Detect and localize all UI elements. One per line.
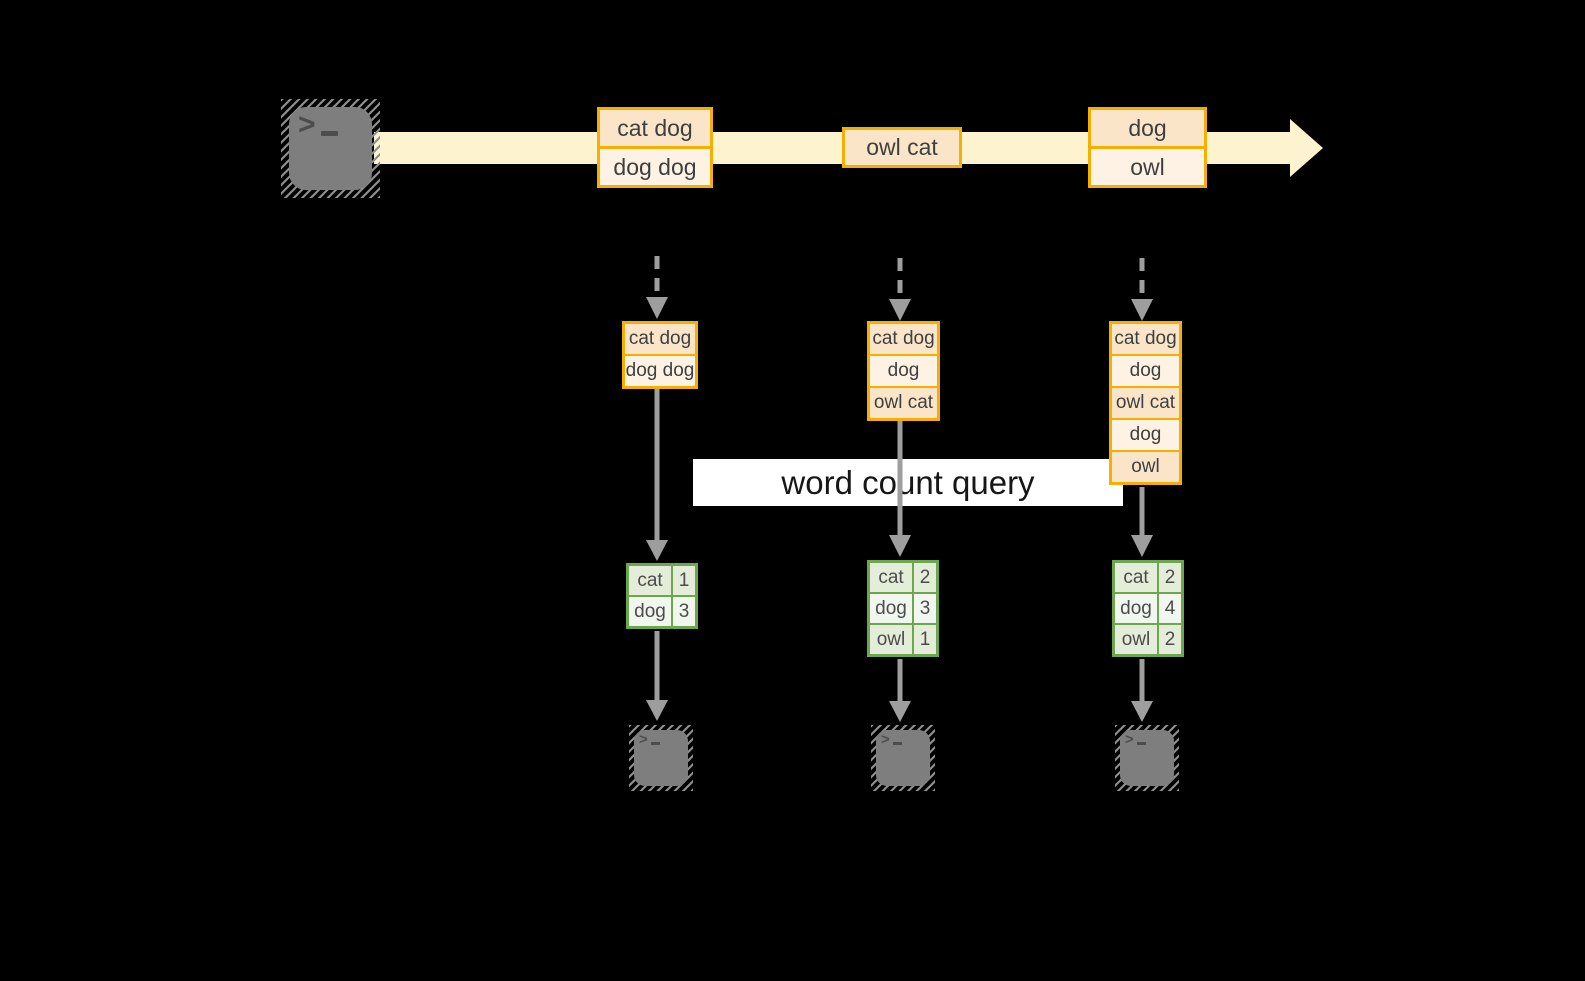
terminal-screen — [634, 730, 688, 786]
state-stack-2: cat dog dog dog owl cat — [867, 321, 940, 421]
terminal-screen — [1120, 730, 1174, 786]
count-table-3: cat 2 dog 4 owl 2 — [1112, 560, 1184, 657]
count-row: cat 1 — [629, 566, 695, 595]
stream-message: owl — [1091, 149, 1204, 185]
count-value: 3 — [914, 594, 936, 623]
count-value: 3 — [673, 597, 695, 626]
count-row: dog 3 — [870, 594, 936, 623]
prompt-underscore — [320, 131, 338, 136]
count-value: 4 — [1159, 594, 1181, 623]
state-message: dog dog — [1112, 356, 1179, 411]
count-row: dog 4 — [1115, 594, 1181, 623]
state-message: dog — [1112, 420, 1179, 450]
terminal-screen — [289, 107, 372, 190]
terminal-screen — [876, 730, 930, 786]
query-banner: word count query — [693, 459, 1123, 506]
count-table-2: cat 2 dog 3 owl 1 — [867, 560, 939, 657]
query-arrowhead-1 — [646, 540, 668, 561]
stream-arrowhead-icon — [1290, 119, 1323, 177]
prompt-chevron: > — [881, 731, 890, 748]
count-word: owl — [870, 625, 912, 654]
count-word: dog — [870, 594, 912, 623]
prompt-chevron: > — [1125, 731, 1134, 748]
prompt-underscore — [892, 742, 902, 745]
count-row: owl 2 — [1115, 625, 1181, 654]
stream-source-terminal-icon: > — [281, 99, 380, 198]
sink-terminal-icon-3: > — [1115, 725, 1179, 791]
query-arrowhead-3 — [1131, 535, 1153, 557]
prompt-underscore — [1136, 742, 1146, 745]
sink-arrowhead-1 — [646, 700, 668, 721]
sink-arrowhead-3 — [1131, 701, 1153, 722]
sink-terminal-icon-1: > — [629, 725, 693, 791]
state-message: cat dog — [870, 324, 937, 354]
count-row: cat 2 — [1115, 563, 1181, 592]
stream-event-group-1: cat dog dog dog — [597, 107, 713, 188]
count-value: 1 — [673, 566, 695, 595]
count-word: cat — [870, 563, 912, 592]
state-message: owl cat — [870, 388, 937, 418]
stream-message: dog dog — [600, 149, 710, 185]
count-value: 2 — [1159, 563, 1181, 592]
ingest-arrowhead-1 — [646, 297, 668, 319]
state-message: cat dog — [625, 324, 695, 354]
terminal-prompt-icon: > — [639, 732, 660, 747]
state-message: owl — [1112, 452, 1179, 482]
query-arrowhead-2 — [889, 535, 911, 557]
prompt-chevron: > — [639, 731, 648, 748]
state-stack-3: cat dog dog dog owl cat dog owl — [1109, 321, 1182, 485]
count-value: 2 — [914, 563, 936, 592]
state-message: dog dog — [625, 356, 695, 386]
ingest-arrowhead-2 — [889, 299, 911, 321]
count-row: dog 3 — [629, 597, 695, 626]
count-word: dog — [629, 597, 671, 626]
stream-message: cat dog — [600, 110, 710, 146]
prompt-underscore — [650, 742, 660, 745]
count-word: cat — [1115, 563, 1157, 592]
count-word: dog — [1115, 594, 1157, 623]
state-message: cat dog — [1112, 324, 1179, 354]
stream-event-group-3: dog owl — [1088, 107, 1207, 188]
terminal-prompt-icon: > — [881, 732, 902, 747]
stream-event-group-2: owl cat — [842, 127, 962, 168]
stream-message: owl cat — [845, 130, 959, 165]
count-value: 2 — [1159, 625, 1181, 654]
state-message: dog dog — [870, 356, 937, 411]
state-stack-1: cat dog dog dog — [622, 321, 698, 389]
terminal-prompt-icon: > — [1125, 732, 1146, 747]
count-word: cat — [629, 566, 671, 595]
count-table-1: cat 1 dog 3 — [626, 563, 698, 629]
count-row: owl 1 — [870, 625, 936, 654]
count-value: 1 — [914, 625, 936, 654]
terminal-prompt-icon: > — [298, 110, 338, 140]
sink-terminal-icon-2: > — [871, 725, 935, 791]
stream-message: dog — [1091, 110, 1204, 146]
count-row: cat 2 — [870, 563, 936, 592]
count-word: owl — [1115, 625, 1157, 654]
ingest-arrowhead-3 — [1131, 299, 1153, 321]
sink-arrowhead-2 — [889, 701, 911, 722]
prompt-chevron: > — [298, 108, 316, 141]
state-message: owl cat — [1112, 388, 1179, 418]
